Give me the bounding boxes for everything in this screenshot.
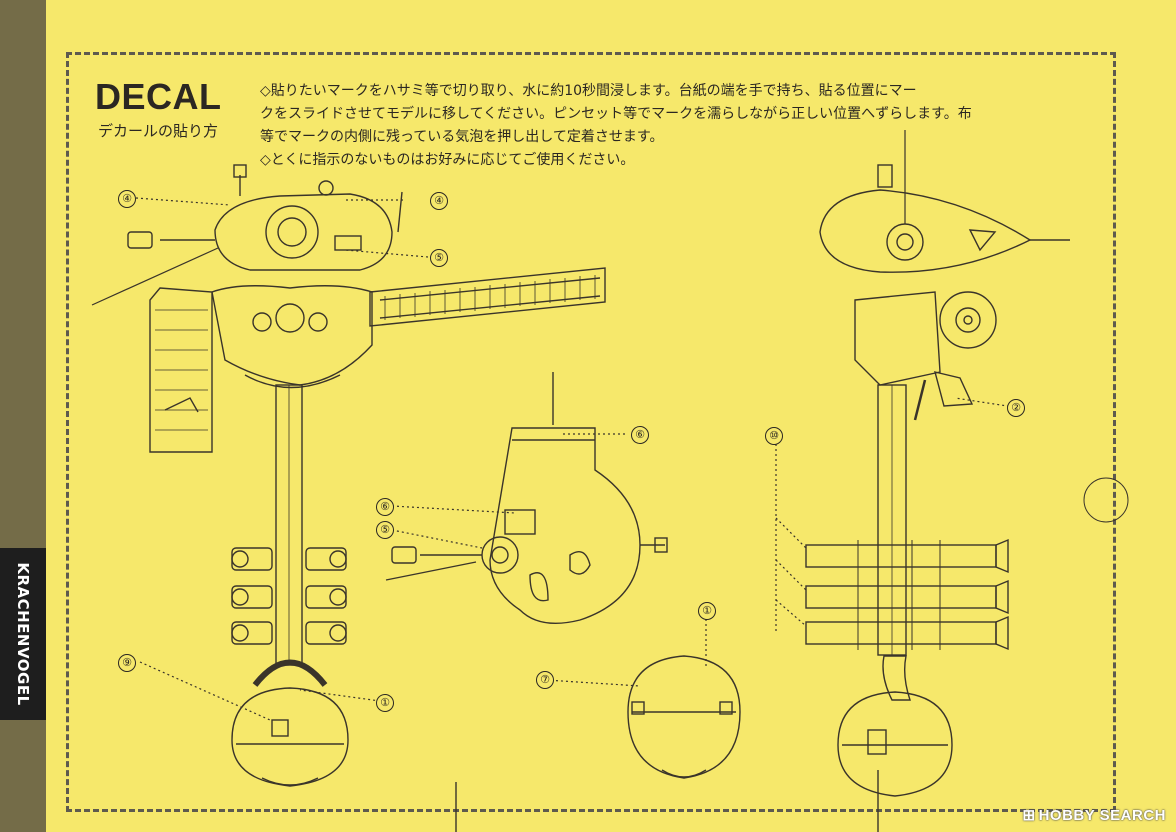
callout-5: ⑤ <box>430 249 448 267</box>
side-tab: KRACHENVOGEL <box>0 548 46 720</box>
instruction-line: クをスライドさせてモデルに移してください。ピンセット等でマークを濡らしながら正し… <box>260 106 972 122</box>
callout-leaders <box>135 197 1015 721</box>
instruction-line: 等でマークの内側に残っている気泡を押し出して定着させます。 <box>260 129 664 145</box>
left-view-diagram <box>91 164 606 787</box>
dashed-frame <box>66 52 1116 812</box>
callout-6: ⑥ <box>631 426 649 444</box>
callout-9: ⑨ <box>118 654 136 672</box>
callout-4: ④ <box>430 192 448 210</box>
callout-1: ① <box>698 602 716 620</box>
watermark-text: HOBBY SEARCH <box>1038 807 1166 824</box>
instructions: ◇貼りたいマークをハサミ等で切り取り、水に約10秒間浸します。台紙の端を手で持ち… <box>260 80 1050 172</box>
right-view-diagram <box>805 130 1129 832</box>
callout-4: ④ <box>118 190 136 208</box>
callout-5: ⑤ <box>376 521 394 539</box>
page-title: DECAL <box>95 76 222 117</box>
watermark-icon: ⊞ <box>1022 807 1036 824</box>
callout-7: ⑦ <box>536 671 554 689</box>
page-subtitle: デカールの貼り方 <box>98 122 219 140</box>
callout-10: ⑩ <box>765 427 783 445</box>
instruction-line: ◇貼りたいマークをハサミ等で切り取り、水に約10秒間浸します。台紙の端を手で持ち… <box>260 83 917 99</box>
center-view-diagram <box>385 372 741 832</box>
instruction-line: ◇とくに指示のないものはお好みに応じてご使用ください。 <box>260 152 635 168</box>
watermark: ⊞HOBBY SEARCH <box>1023 806 1166 824</box>
callout-2: ② <box>1007 399 1025 417</box>
callout-1: ① <box>376 694 394 712</box>
callout-6: ⑥ <box>376 498 394 516</box>
